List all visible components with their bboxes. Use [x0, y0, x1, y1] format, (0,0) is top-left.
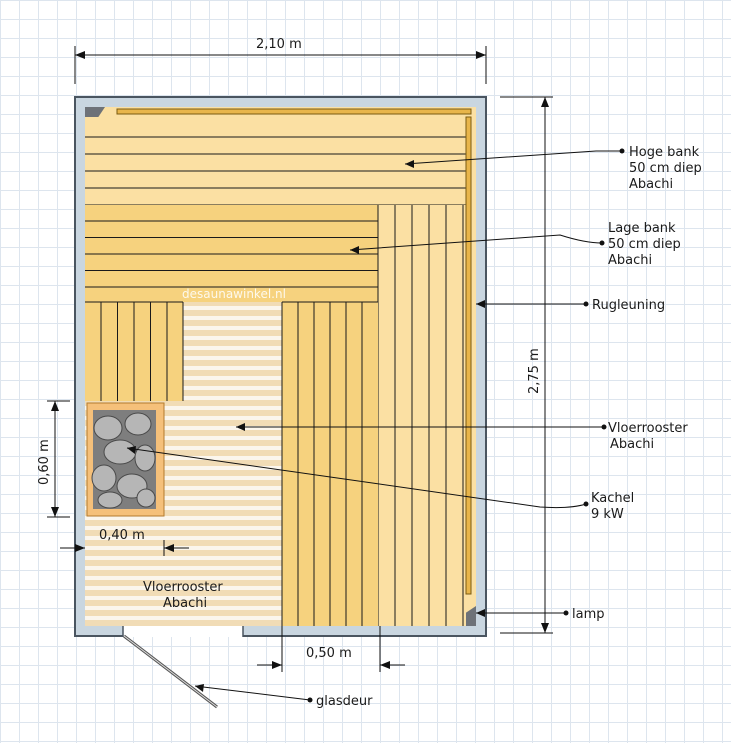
callout-markers [127, 148, 625, 703]
label-vloerrooster-left-line1: Vloerrooster [143, 580, 223, 595]
label-kachel-line2: 9 kW [591, 507, 624, 522]
label-lage-bank-line3: Abachi [608, 253, 652, 268]
door-opening [123, 626, 243, 637]
lage-bank-right-surface [378, 205, 466, 626]
hoge-bank-surface [85, 117, 466, 205]
dimension-kachel-depth [47, 400, 70, 518]
label-lage-bank: Lage bank 50 cm diep Abachi [608, 221, 681, 268]
label-lage-bank-line1: Lage bank [608, 221, 676, 236]
leader-hoge-bank [404, 150, 622, 165]
label-hoge-bank-line3: Abachi [629, 177, 673, 192]
label-vloerrooster-left: Vloerrooster Abachi [143, 580, 223, 611]
dimension-door [257, 626, 405, 672]
rugleuning-rail [465, 116, 472, 595]
dimension-width-label: 2,10 m [256, 37, 302, 52]
leader-lage-bank [349, 234, 603, 251]
label-vloerrooster-left-line2: Abachi [163, 596, 207, 611]
label-vloerrooster-right: Vloerrooster Abachi [608, 421, 688, 452]
label-vloerrooster-right-line2: Abachi [610, 437, 654, 452]
leader-glasdeur [194, 685, 311, 701]
label-vloerrooster-right-line1: Vloerrooster [608, 421, 688, 436]
label-rugleuning: Rugleuning [592, 298, 665, 313]
dimension-kachel-depth-label: 0,60 m [37, 439, 52, 485]
label-kachel-line1: Kachel [591, 491, 634, 506]
lage-bank-right [377, 205, 466, 626]
dimension-kachel-width-label: 0,40 m [99, 528, 145, 543]
kachel-stone-shapes [91, 412, 156, 509]
dimension-width [74, 46, 487, 84]
label-hoge-bank-line2: 50 cm diep [629, 161, 702, 176]
watermark: desaunawinkel.nl [182, 287, 286, 301]
dimension-door-label: 0,50 m [306, 646, 352, 661]
dimension-kachel-width [60, 540, 189, 556]
leader-kachel [126, 447, 587, 509]
label-glasdeur: glasdeur [316, 694, 373, 709]
label-hoge-bank: Hoge bank 50 cm diep Abachi [629, 145, 702, 192]
vertical-floor-planks [281, 301, 378, 626]
left-bench [85, 301, 184, 401]
lage-bank [85, 205, 378, 302]
label-lage-bank-line2: 50 cm diep [608, 237, 681, 252]
label-hoge-bank-line1: Hoge bank [629, 145, 700, 160]
hoge-bank [85, 117, 466, 206]
top-rail [116, 108, 472, 115]
glass-door-inner [123, 635, 218, 708]
dimension-depth-label: 2,75 m [527, 348, 542, 394]
label-kachel: Kachel 9 kW [591, 491, 634, 522]
callout-leaders [126, 150, 622, 701]
label-lamp: lamp [572, 607, 605, 622]
dimension-depth [500, 96, 553, 634]
